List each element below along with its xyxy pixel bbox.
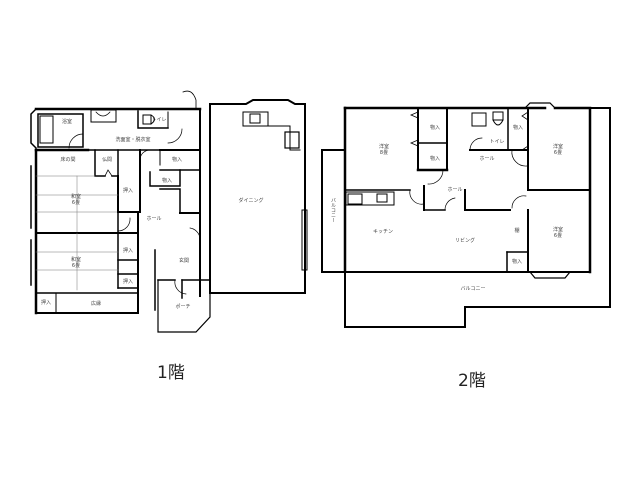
room-toilet2-label: トイレ: [489, 139, 505, 145]
room-bath-label: 浴室: [61, 119, 73, 125]
room-youshitsu1-label: 洋室: [378, 144, 390, 150]
room-closet6-label: 物入: [511, 259, 523, 265]
room-youshitsu3-label: 洋室: [552, 227, 564, 233]
room-hall-label: ホール: [146, 216, 162, 222]
room-closet5-label: 物入: [512, 125, 524, 131]
room-balcony-label: バルコニー: [460, 286, 486, 292]
room-youshitsu1-size: 8畳: [379, 150, 389, 156]
room-hall2-label: ホール: [479, 156, 495, 162]
room-oshiire1-label: 押入: [122, 188, 134, 194]
room-genkan-label: 玄関: [178, 258, 190, 264]
room-butsuma-label: 仏間: [101, 157, 113, 163]
room-kitchen-label: キッチン: [372, 229, 394, 235]
room-closet2-label: 物入: [161, 178, 173, 184]
room-youshitsu2-label: 洋室: [552, 144, 564, 150]
room-closet1-label: 物入: [171, 157, 183, 163]
room-washitsu1-label: 和室: [70, 194, 82, 200]
room-youshitsu3-size: 6畳: [553, 233, 563, 239]
room-hall3-label: ホール: [447, 187, 463, 193]
room-oshiire4-label: 押入: [40, 300, 52, 306]
room-youshitsu2-size: 6畳: [553, 150, 563, 156]
floor-1-title: 1階: [157, 363, 185, 383]
room-tokonoma-label: 床の間: [60, 157, 76, 163]
room-porch-label: ポーチ: [175, 304, 191, 310]
room-closet4-label: 物入: [429, 156, 441, 162]
room-engawa-label: 広縁: [90, 301, 102, 307]
floor-2-title: 2階: [458, 371, 486, 391]
room-washitsu2-label: 和室: [70, 257, 82, 263]
room-toilet-label: トイレ: [151, 117, 167, 123]
room-shelf-label: 棚: [514, 228, 520, 234]
room-living-label: リビング: [454, 238, 476, 244]
room-oshiire3-label: 押入: [122, 279, 134, 285]
room-washroom-label: 洗面室・脱衣室: [115, 137, 151, 143]
room-closet3-label: 物入: [429, 125, 441, 131]
room-oshiire2-label: 押入: [122, 248, 134, 254]
room-balcony2-label: バルコニー: [330, 197, 336, 223]
room-washitsu1-size: 6畳: [71, 200, 81, 206]
room-dining-label: ダイニング: [238, 198, 264, 204]
room-washitsu2-size: 6畳: [71, 263, 81, 269]
